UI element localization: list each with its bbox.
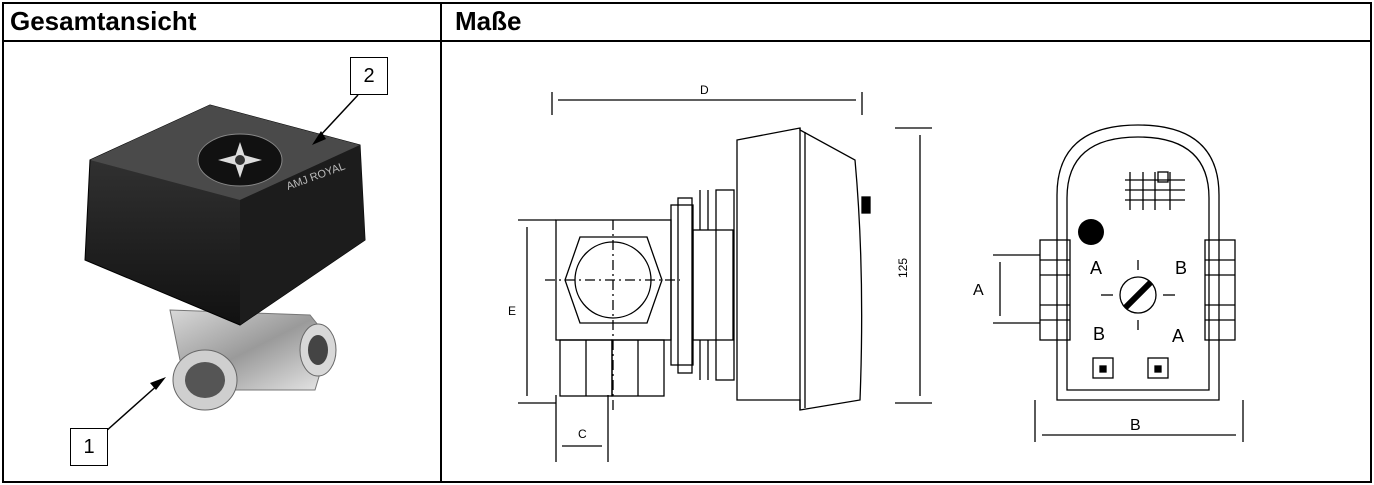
side-view-drawing: D E C 125 (508, 83, 932, 462)
port-b-lower-label: B (1093, 324, 1105, 344)
table-border-left (2, 2, 4, 483)
callout-box-2: 2 (350, 57, 388, 95)
table-border-right (1370, 2, 1372, 483)
table-border-top (2, 2, 1372, 4)
dim-d-label: D (700, 83, 709, 97)
port-b-upper-label: B (1175, 258, 1187, 278)
port-a-lower-label: A (1172, 326, 1184, 346)
dim-a-label: A (973, 282, 984, 299)
column-divider (440, 2, 442, 483)
header-divider (2, 40, 1372, 42)
dim-b-label: B (1130, 417, 1141, 434)
table-border-bottom (2, 481, 1372, 483)
dim-e-label: E (508, 304, 516, 318)
header-gesamtansicht: Gesamtansicht (10, 6, 197, 36)
dim-c-label: C (578, 427, 587, 441)
port-a-upper-label: A (1090, 258, 1102, 278)
header-masse: Maße (455, 6, 522, 36)
valve-actuator-photo: AMJ ROYAL (84, 104, 366, 411)
callout-arrows (104, 94, 359, 433)
dim-125-label: 125 (896, 258, 910, 278)
front-view-drawing: A B A B B A (973, 124, 1244, 442)
callout-box-1: 1 (70, 428, 108, 466)
